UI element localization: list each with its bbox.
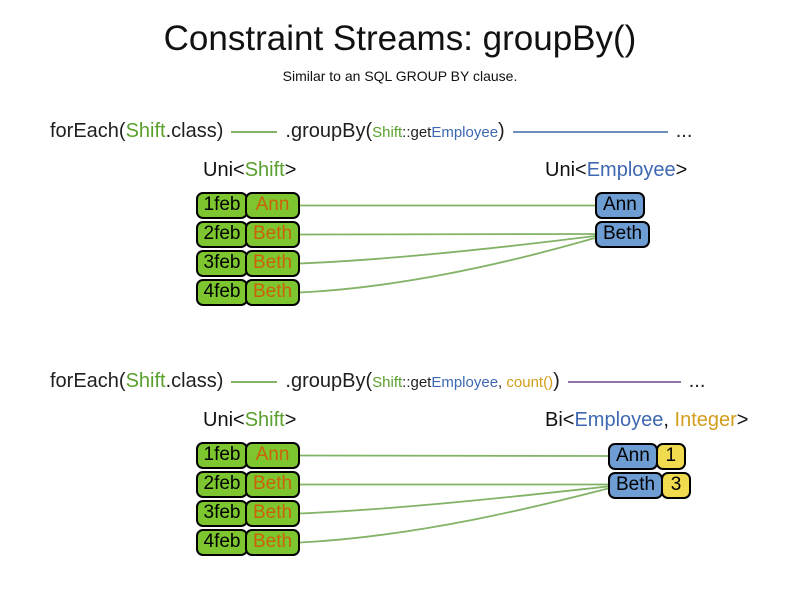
stream-line-blue-1	[512, 131, 668, 133]
shift-date-cell: 1feb	[196, 192, 248, 219]
shift-employee-cell: Ann	[245, 192, 300, 219]
groupby-arg-type: Employee	[431, 124, 499, 141]
groupby-arg-type: Employee	[431, 374, 499, 391]
connector-line-beth-2c	[299, 487, 609, 544]
shift-row: 4feb Beth	[196, 529, 300, 556]
ellipsis-1: ...	[675, 120, 693, 142]
connector-line-beth-2b	[299, 485, 609, 515]
groupby-suffix: )	[498, 120, 505, 142]
shift-date-cell: 3feb	[196, 250, 248, 277]
shift-table-1: 1feb Ann 2feb Beth 3feb Beth 4feb Beth	[196, 192, 300, 306]
group-name-box: Beth	[608, 472, 664, 499]
shift-employee-cell: Ann	[245, 442, 300, 469]
shift-row: 3feb Beth	[196, 250, 300, 277]
shift-row: 2feb Beth	[196, 221, 300, 248]
uni-shift-label-2: Uni<Shift>	[203, 408, 296, 432]
foreach-suffix: .class)	[165, 370, 224, 392]
group-name-box: Beth	[595, 221, 651, 248]
shift-row: 1feb Ann	[196, 442, 300, 469]
label-type: Employee	[586, 159, 676, 181]
group-name-box: Ann	[595, 192, 645, 219]
shift-row: 1feb Ann	[196, 192, 300, 219]
code-line-1: forEach(Shift.class) .groupBy(Shift::get…	[50, 118, 692, 146]
groupby-prefix: .groupBy(	[285, 120, 373, 142]
shift-employee-cell: Beth	[245, 279, 300, 306]
group-name-box: Ann	[608, 443, 658, 470]
connector-line-ann-2	[299, 454, 609, 457]
label-separator: ,	[663, 409, 675, 431]
shift-employee-cell: Beth	[245, 529, 300, 556]
groupby-arg-class: Shift	[372, 124, 403, 141]
shift-employee-cell: Beth	[245, 500, 300, 527]
shift-table-2: 1feb Ann 2feb Beth 3feb Beth 4feb Beth	[196, 442, 300, 556]
label-type: Shift	[244, 159, 285, 181]
groupby-arg-accessor: ::get	[402, 374, 432, 391]
shift-date-cell: 4feb	[196, 529, 248, 556]
ellipsis-2: ...	[688, 370, 706, 392]
label-type: Shift	[244, 409, 285, 431]
shift-employee-cell: Beth	[245, 221, 300, 248]
label-type-1: Employee	[574, 409, 664, 431]
stream-line-green-2	[231, 381, 278, 383]
connector-line-beth-1b	[299, 235, 596, 265]
connector-line-beth-1a	[299, 233, 596, 236]
page-title: Constraint Streams: groupBy()	[163, 19, 637, 58]
shift-employee-cell: Beth	[245, 471, 300, 498]
shift-row: 3feb Beth	[196, 500, 300, 527]
groupby-arg-accessor: ::get	[402, 124, 432, 141]
foreach-class: Shift	[125, 120, 166, 142]
label-type-2: Integer	[674, 409, 737, 431]
connector-line-beth-1c	[299, 237, 596, 294]
groupby-suffix: )	[553, 370, 560, 392]
label-suffix: >	[284, 159, 297, 181]
code-line-2: forEach(Shift.class) .groupBy(Shift::get…	[50, 368, 705, 396]
uni-employee-label-1: Uni<Employee>	[545, 158, 687, 182]
stream-line-purple-2	[567, 381, 681, 383]
uni-shift-label-1: Uni<Shift>	[203, 158, 296, 182]
foreach-prefix: forEach(	[50, 370, 126, 392]
shift-date-cell: 2feb	[196, 471, 248, 498]
stream-line-green-1	[231, 131, 278, 133]
label-prefix: Uni<	[545, 159, 587, 181]
shift-date-cell: 2feb	[196, 221, 248, 248]
group-pair-row: Ann 1	[608, 443, 686, 470]
shift-row: 4feb Beth	[196, 279, 300, 306]
label-suffix: >	[675, 159, 688, 181]
page-subtitle: Similar to an SQL GROUP BY clause.	[282, 68, 518, 84]
shift-date-cell: 3feb	[196, 500, 248, 527]
group-count-box: 1	[655, 443, 686, 470]
groupby-arg-class: Shift	[372, 374, 403, 391]
shift-date-cell: 1feb	[196, 442, 248, 469]
foreach-class: Shift	[125, 370, 166, 392]
label-suffix: >	[736, 409, 749, 431]
group-column-1: Ann Beth	[595, 192, 651, 248]
foreach-prefix: forEach(	[50, 120, 126, 142]
groupby-arg-count: count()	[506, 374, 554, 391]
groupby-arg-separator: ,	[498, 374, 507, 391]
group-column-2: Ann 1 Beth 3	[608, 443, 692, 499]
group-pair-row: Beth 3	[608, 472, 692, 499]
label-prefix: Bi<	[545, 409, 575, 431]
groupby-prefix: .groupBy(	[285, 370, 373, 392]
shift-employee-cell: Beth	[245, 250, 300, 277]
shift-date-cell: 4feb	[196, 279, 248, 306]
label-prefix: Uni<	[203, 409, 245, 431]
group-count-box: 3	[661, 472, 692, 499]
shift-row: 2feb Beth	[196, 471, 300, 498]
label-suffix: >	[284, 409, 297, 431]
bi-employee-integer-label: Bi<Employee, Integer>	[545, 408, 748, 432]
label-prefix: Uni<	[203, 159, 245, 181]
foreach-suffix: .class)	[165, 120, 224, 142]
